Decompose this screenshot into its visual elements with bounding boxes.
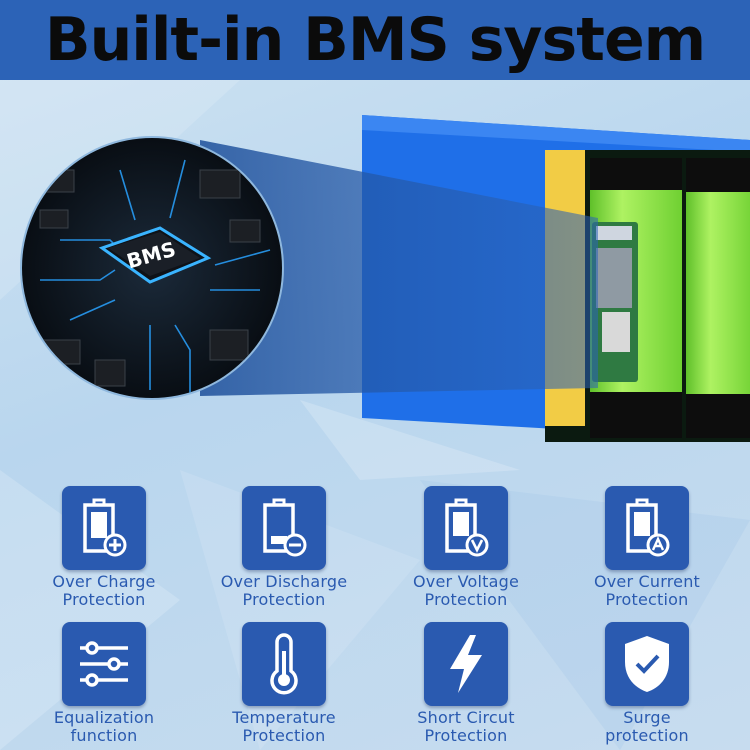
sliders-icon [80, 641, 128, 687]
title-bar: Built-in BMS system [0, 0, 750, 80]
thermometer-icon [270, 633, 298, 695]
page-title: Built-in BMS system [44, 5, 706, 75]
battery-plus-icon [83, 498, 127, 557]
bms-hero-illustration: BMS [20, 115, 750, 442]
bms-chip: BMS [98, 226, 212, 284]
shield-check-icon [625, 636, 669, 692]
battery-voltage-icon [445, 498, 489, 557]
circuit-magnifier: BMS [20, 136, 284, 400]
zoom-beam [200, 140, 598, 396]
lightning-icon [450, 635, 482, 693]
battery-minus-icon [263, 498, 307, 557]
battery-cell [686, 158, 750, 438]
bms-board [592, 222, 638, 382]
battery-current-icon [626, 498, 670, 557]
